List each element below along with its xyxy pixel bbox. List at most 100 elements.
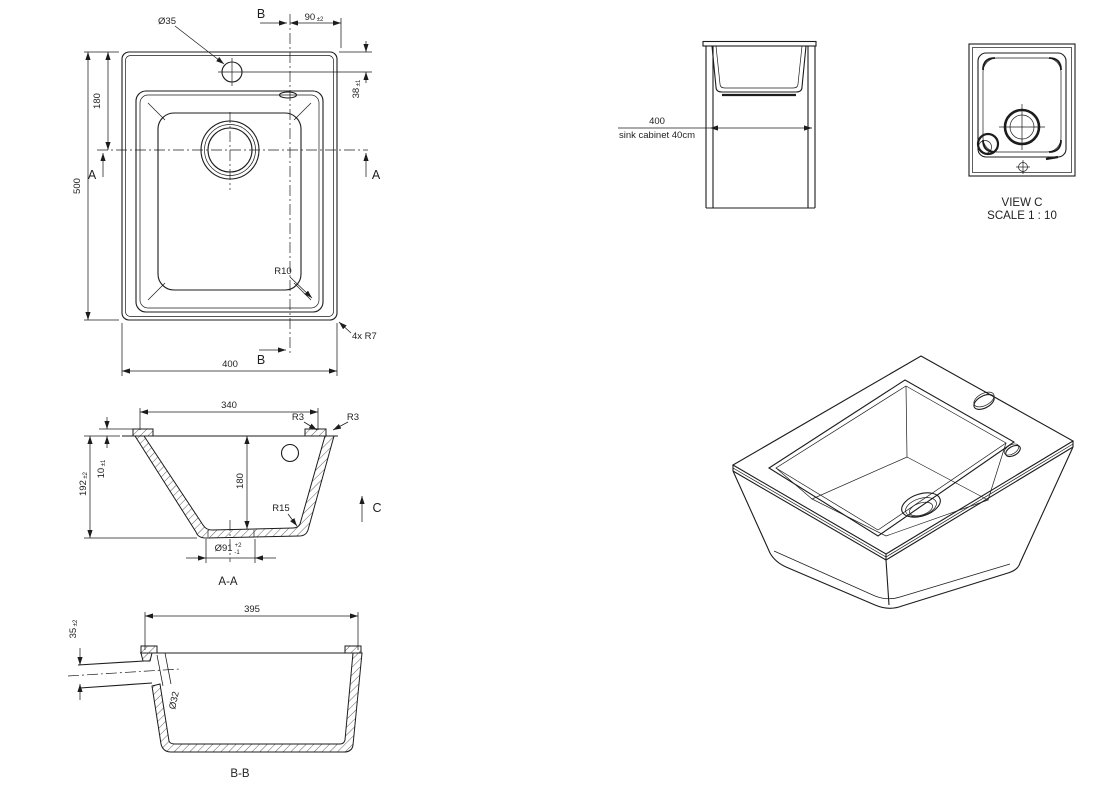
dim-500-label: 500 xyxy=(72,178,83,194)
view-c: VIEW C SCALE 1 : 10 xyxy=(968,43,1076,222)
cabinet-bowl-inner xyxy=(715,45,803,89)
dim-340-label: 340 xyxy=(221,400,237,411)
view-c-arrow-label: C xyxy=(372,501,381,515)
iso-body-front-edge xyxy=(885,559,890,606)
view-c-title: VIEW C xyxy=(1002,197,1043,209)
dim-395: 395 xyxy=(144,604,359,650)
aa-overflow-hole xyxy=(280,443,300,463)
r10-label: R10 xyxy=(274,266,291,277)
dim-drain-91-label: Ø91+2-1 xyxy=(215,543,242,556)
dim-340: 340 xyxy=(139,400,319,430)
section-b-label-top: B xyxy=(257,7,265,21)
isometric-view xyxy=(731,355,1075,609)
r3-left-callout: R3 xyxy=(292,412,318,431)
section-bb: 395 35±2 Ø32 B-B xyxy=(67,604,363,780)
dim-500: 500 xyxy=(72,52,119,321)
dim-cabinet-400: 400 sink cabinet 40cm xyxy=(618,116,812,141)
view-c-marker: C xyxy=(359,496,382,522)
section-b-marker-bottom: B xyxy=(257,347,286,367)
r3-right-label: R3 xyxy=(347,412,359,423)
iso-faucet-hole xyxy=(973,391,995,410)
section-bb-title: B-B xyxy=(230,768,250,780)
r15-callout: R15 xyxy=(272,503,298,527)
dim-35-label: 35±2 xyxy=(68,619,79,638)
dim-400-top-view: 400 xyxy=(121,323,338,376)
viewc-outer-rect xyxy=(968,43,1076,177)
dim-drain-91: Ø91+2-1 xyxy=(186,539,276,563)
dim-38-label: 38±1 xyxy=(351,79,362,98)
dim-180-top-label: 180 xyxy=(92,93,103,109)
corner-radius-label: 4x R7 xyxy=(352,331,377,342)
section-a-label-right: A xyxy=(372,168,381,182)
bb-wall-above-spout xyxy=(140,652,153,662)
faucet-dia-label: Ø35 xyxy=(158,16,176,27)
sink-outer-outline xyxy=(121,51,338,321)
aa-right-rim-lip xyxy=(304,428,327,437)
dim-cabinet-400-label: 400 xyxy=(649,116,665,127)
bb-right-rim-lip xyxy=(344,645,362,654)
dim-180-aa-label: 180 xyxy=(235,473,246,489)
bb-wall-section xyxy=(151,652,363,753)
iso-bowl-opening-inner xyxy=(775,385,1007,531)
dim-180-aa: 180 xyxy=(235,436,250,529)
section-aa: 340 R3 R3 192±2 10±1 xyxy=(78,400,382,588)
cabinet-caption: sink cabinet 40cm xyxy=(619,130,695,141)
bb-overflow-spout xyxy=(77,660,153,689)
bb-spout-dia-ticks xyxy=(156,652,172,687)
viewc-base-inner xyxy=(982,57,1062,153)
iso-bowl-interior-edges xyxy=(775,385,1007,537)
drain-hole-top xyxy=(200,112,260,190)
dim-192-label: 192±2 xyxy=(78,471,89,496)
dim-38: 38±1 xyxy=(246,41,372,98)
iso-drain xyxy=(901,492,941,518)
countertop xyxy=(702,40,817,47)
viewc-faucet-hole xyxy=(1016,160,1030,174)
dim-35: 35±2 xyxy=(68,619,83,700)
viewc-base-outline xyxy=(977,52,1067,158)
dim-10: 10±1 xyxy=(96,417,133,478)
cabinet-bowl-outer xyxy=(711,45,807,93)
bowl-rim-inner xyxy=(139,94,320,309)
section-b-marker-top: B xyxy=(257,7,287,26)
bb-spout-centerline xyxy=(67,668,181,677)
dim-90: 90±2 xyxy=(290,12,342,48)
corner-radius-callout: 4x R7 xyxy=(338,321,377,342)
overflow-hole-top xyxy=(278,91,298,99)
dim-395-label: 395 xyxy=(244,604,260,615)
r3-right-callout: R3 xyxy=(332,412,359,431)
aa-wall-section xyxy=(134,435,335,539)
viewc-inner-border xyxy=(972,47,1072,173)
aa-left-rim-lip xyxy=(132,428,154,437)
r15-label: R15 xyxy=(272,503,289,514)
sink-outer-inner-edge xyxy=(125,55,334,317)
iso-deck-top xyxy=(731,355,1075,555)
faucet-dia-callout: Ø35 xyxy=(158,16,225,65)
cabinet-view: 400 sink cabinet 40cm xyxy=(618,40,817,209)
dim-192: 192±2 xyxy=(78,435,197,539)
viewc-overflow xyxy=(976,132,1000,156)
iso-body-base-line xyxy=(773,550,1011,600)
bowl-rim-outer xyxy=(135,90,324,313)
dim-10-label: 10±1 xyxy=(96,459,107,478)
top-view: Ø35 B 90±2 38±1 180 xyxy=(72,7,381,376)
r10-callout: R10 xyxy=(274,266,313,299)
section-a-label-left: A xyxy=(88,168,97,182)
dim-32-label: Ø32 xyxy=(167,691,181,711)
faucet-hole xyxy=(218,58,246,86)
section-b-label-bottom: B xyxy=(257,353,265,367)
bowl-bottom-outline xyxy=(157,112,302,291)
section-aa-title: A-A xyxy=(218,576,238,588)
dim-90-label: 90±2 xyxy=(305,12,324,23)
iso-body-outline xyxy=(732,446,1074,609)
cabinet-frame xyxy=(705,46,816,209)
r3-left-label: R3 xyxy=(292,412,304,423)
view-c-scale: SCALE 1 : 10 xyxy=(987,210,1057,222)
viewc-bold-dash xyxy=(1045,155,1059,161)
section-a-marker-right: A xyxy=(363,153,381,182)
iso-overflow-hole xyxy=(1003,443,1021,458)
section-a-marker-left: A xyxy=(88,153,106,182)
viewc-drain xyxy=(999,104,1045,150)
dim-180-top: 180 xyxy=(84,51,119,150)
